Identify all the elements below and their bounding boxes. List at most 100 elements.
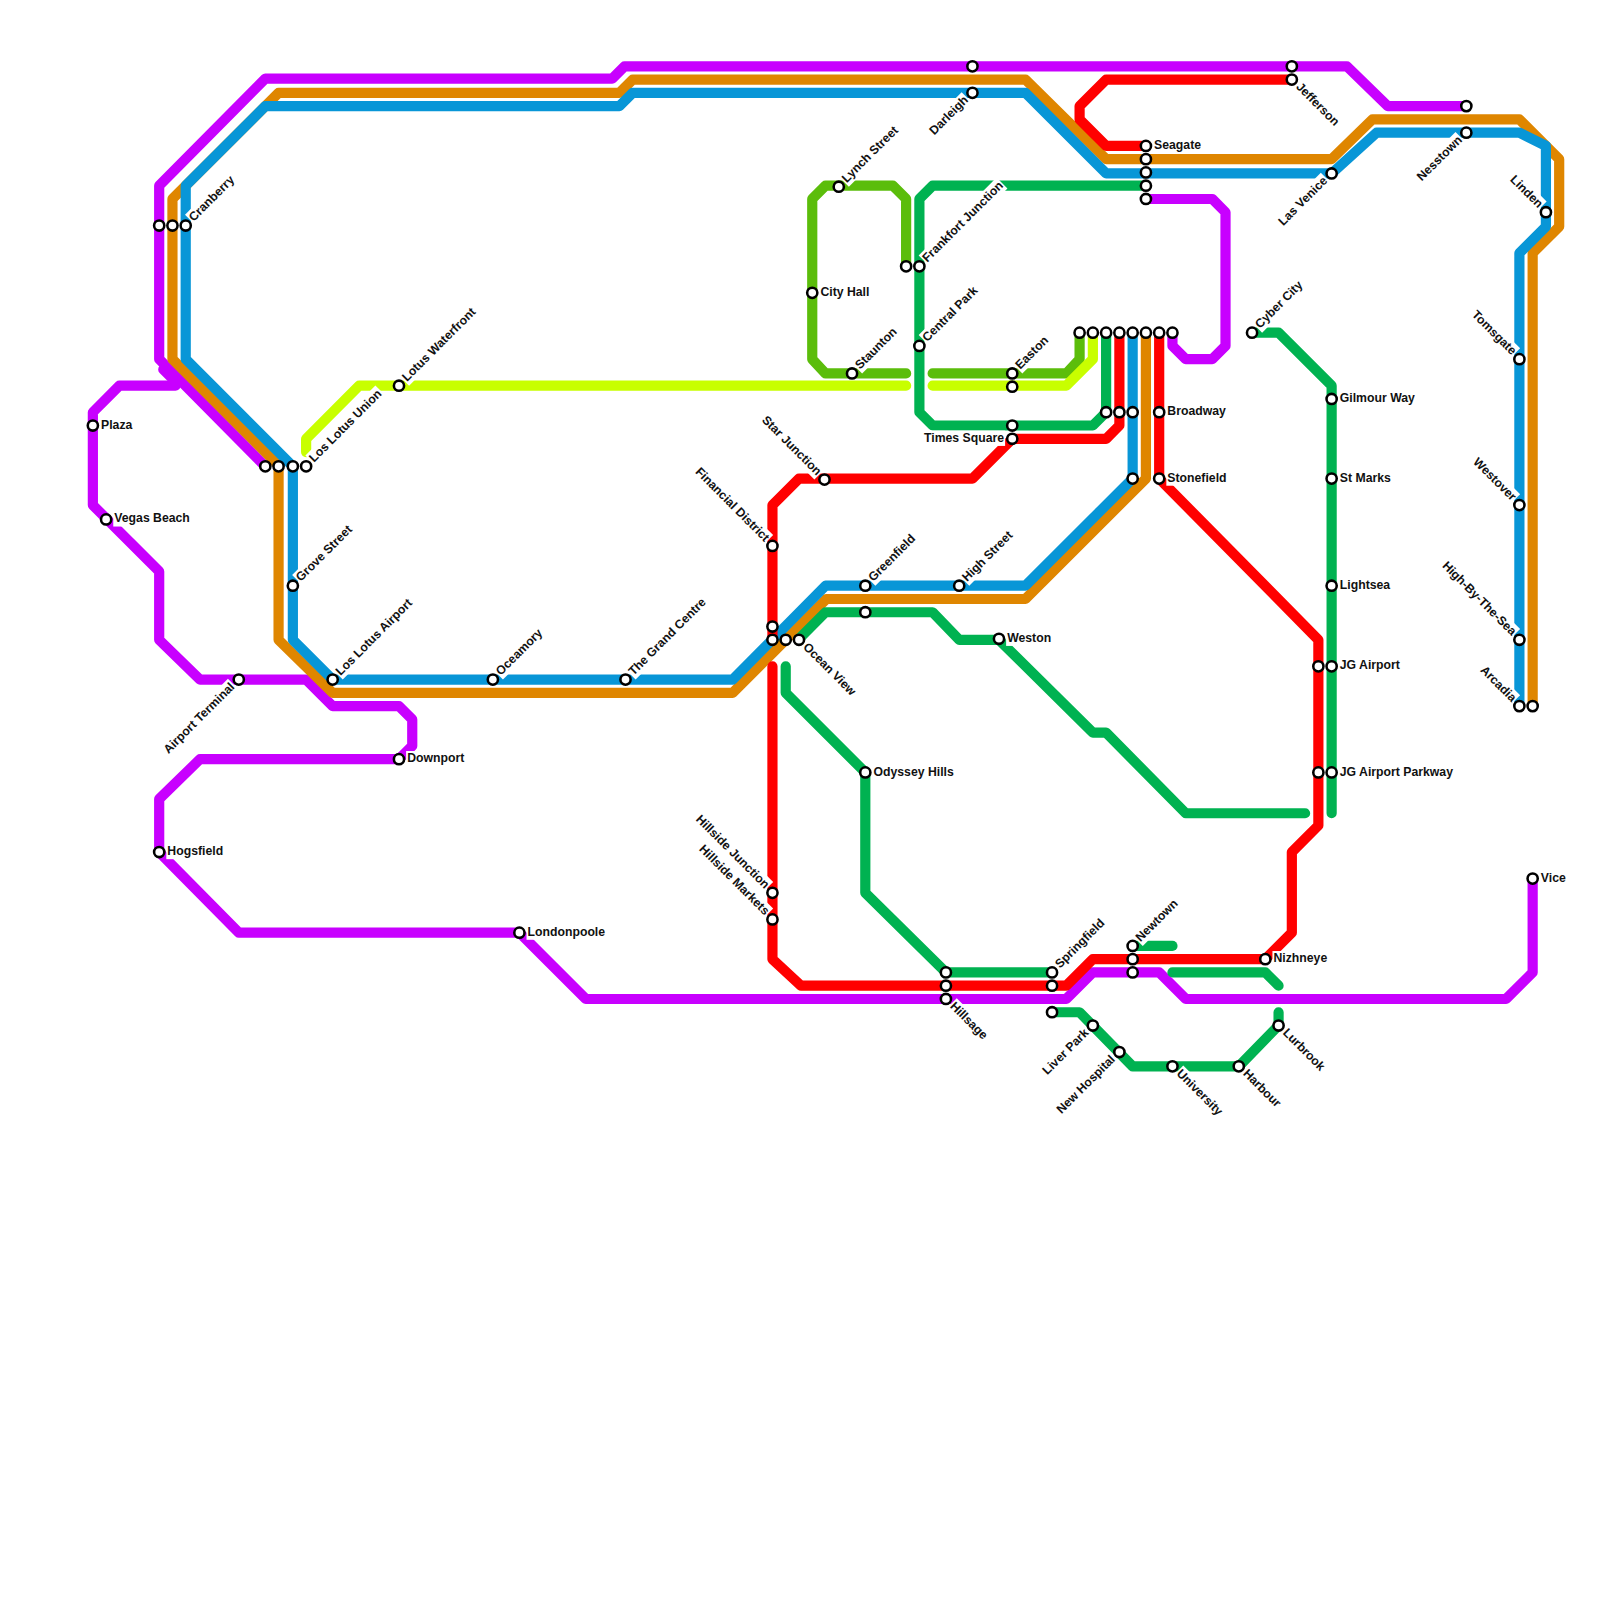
station-dot: [1114, 1047, 1124, 1057]
station-label: Harbour: [1239, 1066, 1285, 1112]
station-dot: [1154, 407, 1164, 417]
station-dot: [288, 581, 298, 591]
station-dot: [101, 514, 111, 524]
metro-line: [786, 666, 1052, 972]
station-dot: [954, 581, 964, 591]
station-label: Odyssey Hills: [872, 764, 954, 779]
station-label: Oceamory: [492, 625, 547, 680]
station-dot: [1287, 74, 1297, 84]
station-label: Newtown: [1132, 896, 1182, 946]
station-dot: [301, 461, 311, 471]
station-label: Plaza: [100, 417, 133, 432]
station-dot: [1514, 500, 1524, 510]
station-label: City Hall: [819, 285, 870, 300]
station-dot: [234, 674, 244, 684]
station-label: Broadway: [1166, 404, 1227, 419]
station-dot: [1141, 181, 1151, 191]
metro-line: [1172, 972, 1278, 985]
station-label: Easton: [1012, 332, 1053, 373]
station-label: Las Venice: [1275, 173, 1332, 230]
metro-line: [933, 333, 1080, 374]
station-dot: [807, 288, 817, 298]
metro-line: [1252, 333, 1332, 814]
station-label: Greenfield: [865, 531, 920, 586]
station-dot: [967, 61, 977, 71]
station-dot: [1128, 967, 1138, 977]
station-dot: [1141, 194, 1151, 204]
metro-line: [186, 93, 1546, 706]
station-dot: [1101, 407, 1111, 417]
metro-line: [799, 612, 1305, 813]
station-dot: [1007, 434, 1017, 444]
station-label: Grove Street: [292, 521, 356, 585]
station-dot: [1154, 473, 1164, 483]
station-dot: [1260, 954, 1270, 964]
station-label: Gilmour Way: [1339, 391, 1416, 406]
station-label: Linden: [1506, 172, 1547, 213]
station-dot: [1128, 473, 1138, 483]
station-dot: [914, 261, 924, 271]
station-dot: [1128, 941, 1138, 951]
station-dot: [767, 888, 777, 898]
metro-line: [933, 333, 1093, 386]
station-dot: [514, 928, 524, 938]
station-label: Nizhneye: [1272, 951, 1328, 966]
station-label: Jefferson: [1292, 79, 1343, 130]
station-dot: [154, 847, 164, 857]
station-label: Vice: [1540, 870, 1567, 885]
station-label: Stonefield: [1166, 470, 1227, 485]
station-dot: [1514, 701, 1524, 711]
station-label: Tomsgate: [1468, 307, 1521, 360]
station-dot: [1273, 1020, 1283, 1030]
station-label: Ocean View: [799, 639, 860, 700]
station-dot: [1047, 1007, 1057, 1017]
station-label: JG Airport: [1339, 658, 1401, 673]
station-label: Staunton: [851, 324, 901, 374]
station-dot: [1101, 328, 1111, 338]
station-dot: [394, 381, 404, 391]
station-label: Seagate: [1153, 138, 1202, 153]
station-label: JG Airport Parkway: [1339, 764, 1454, 779]
station-dot: [1047, 981, 1057, 991]
station-dot: [1327, 661, 1337, 671]
station-dot: [860, 767, 870, 777]
station-dot: [1461, 128, 1471, 138]
station-dot: [767, 621, 777, 631]
station-dot: [1141, 328, 1151, 338]
station-dot: [860, 607, 870, 617]
station-dot: [819, 474, 829, 484]
station-dot: [1141, 154, 1151, 164]
station-dot: [847, 368, 857, 378]
station-dot: [794, 635, 804, 645]
metro-line: [163, 369, 175, 381]
station-dot: [260, 461, 270, 471]
station-dot: [1154, 328, 1164, 338]
station-dot: [1514, 635, 1524, 645]
station-dot: [288, 461, 298, 471]
station-dot: [488, 674, 498, 684]
station-label: Liver Park: [1039, 1025, 1093, 1079]
station-dot: [1528, 701, 1538, 711]
station-dot: [1114, 328, 1124, 338]
station-dot: [914, 341, 924, 351]
station-dot: [1287, 61, 1297, 71]
station-dot: [941, 981, 951, 991]
station-label: Los Lotus Airport: [332, 595, 417, 680]
station-label: Downport: [406, 751, 465, 766]
station-label: Star Junction: [758, 412, 826, 480]
station-label: Financial District: [691, 464, 773, 546]
station-label: Hillsage: [946, 998, 991, 1043]
station-label: Arcadia: [1476, 662, 1520, 706]
station-dot: [154, 220, 164, 230]
station-dot: [1074, 328, 1084, 338]
station-label: Nesstown: [1413, 132, 1466, 185]
metro-line: [812, 186, 906, 374]
station-dot: [1327, 473, 1337, 483]
station-dot: [860, 581, 870, 591]
station-dot: [328, 674, 338, 684]
station-dot: [941, 967, 951, 977]
station-label: High-By-The-Sea: [1438, 558, 1520, 640]
station-dot: [1114, 407, 1124, 417]
station-dot: [1007, 368, 1017, 378]
